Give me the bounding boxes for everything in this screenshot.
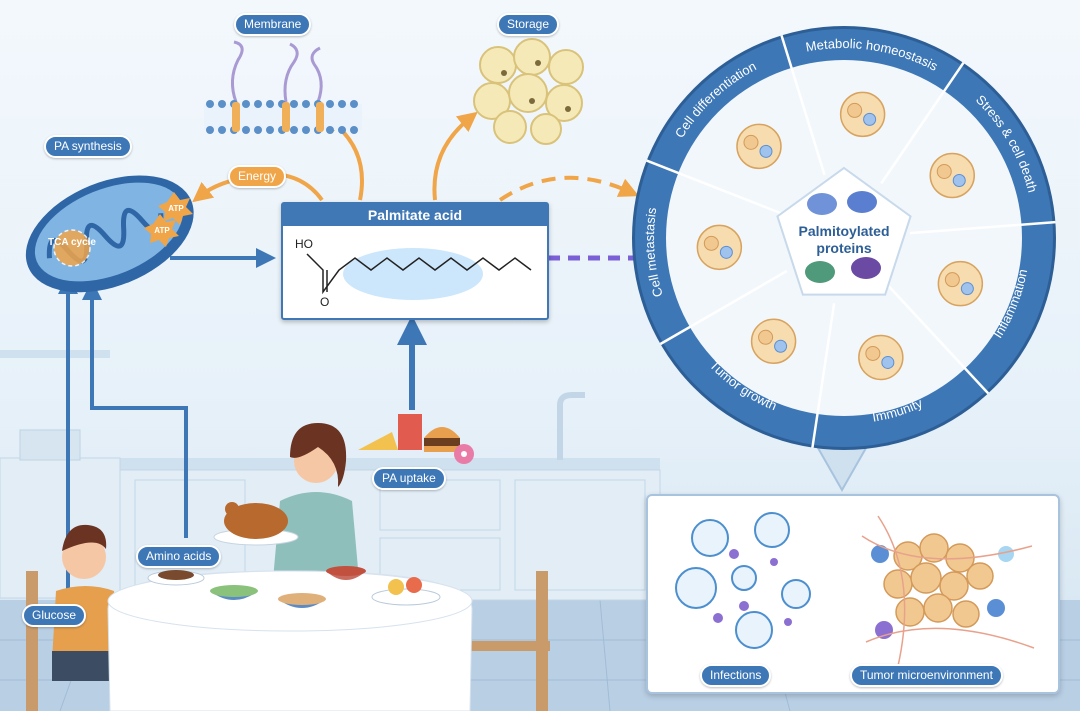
arrow-pa-to-storage bbox=[432, 111, 478, 201]
atp-badge-2: ATP bbox=[144, 214, 179, 247]
infections-label: Infections bbox=[700, 664, 772, 687]
tca-cycle-circle bbox=[53, 229, 91, 267]
protein-blob bbox=[851, 257, 881, 279]
carbonyl-o-label: O bbox=[320, 295, 329, 309]
wheel-divider bbox=[887, 285, 990, 395]
wheel-segment-illustration bbox=[736, 123, 782, 170]
wheel-divider bbox=[909, 220, 1056, 235]
atp-badge-1: ATP bbox=[158, 192, 193, 225]
membrane-label: Membrane bbox=[234, 13, 312, 36]
child-figure bbox=[52, 524, 122, 681]
mitochondrion-illustration: TCA cycle ATP ATP bbox=[25, 175, 194, 293]
lipid-bilayer bbox=[204, 100, 362, 134]
wheel-segment-illustration bbox=[858, 334, 904, 381]
tumor-cell-cluster bbox=[883, 533, 994, 628]
protein-blob bbox=[805, 261, 835, 283]
palmitate-acid-title: Palmitate acid bbox=[283, 204, 547, 226]
wheel-segment-illustration bbox=[839, 91, 886, 138]
turkey-platter bbox=[213, 502, 299, 546]
fibroblast-strands bbox=[861, 515, 1035, 667]
arrow-pa-to-wheel-dashed bbox=[498, 175, 640, 202]
left-counter bbox=[0, 457, 121, 599]
wheel-divider bbox=[811, 303, 836, 448]
palmitoylated-proteins-label-line1: Palmitoylated bbox=[798, 223, 889, 239]
palmitate-acid-box: Palmitate acid HO O bbox=[281, 202, 549, 320]
pa-synthesis-label: PA synthesis bbox=[44, 135, 132, 158]
outcomes-illustrations bbox=[675, 512, 1035, 667]
outcomes-panel bbox=[646, 494, 1060, 694]
palmitate-structure: HO O bbox=[295, 237, 532, 309]
amino-acids-label: Amino acids bbox=[136, 545, 222, 568]
infections-purple-particles bbox=[713, 549, 792, 626]
dining-scene bbox=[26, 423, 550, 711]
wheel-segment-illustration bbox=[929, 152, 976, 199]
protein-blob bbox=[807, 193, 837, 215]
membrane-illustration bbox=[204, 40, 362, 134]
kitchen-shelf bbox=[0, 350, 110, 358]
glycan-chains bbox=[231, 40, 323, 103]
faucet bbox=[557, 392, 585, 460]
table-dishes bbox=[147, 566, 441, 608]
storage-fat-cells-illustration bbox=[473, 38, 584, 145]
infections-virus-cluster bbox=[675, 512, 811, 649]
wheel-divider bbox=[780, 35, 826, 176]
svg-text:ATP: ATP bbox=[154, 226, 170, 235]
wheel-divider bbox=[659, 269, 788, 346]
protein-blob bbox=[847, 191, 877, 213]
palmitoylated-proteins-label-line2: proteins bbox=[816, 240, 871, 256]
wheel-segment-illustration bbox=[750, 318, 797, 365]
junk-food-illustration bbox=[358, 414, 474, 464]
tca-cycle-label: TCA cycle bbox=[48, 237, 96, 248]
svg-text:ATP: ATP bbox=[168, 204, 184, 213]
pa-uptake-label: PA uptake bbox=[372, 467, 446, 490]
wheel-segment-illustration bbox=[696, 224, 743, 271]
ho-label: HO bbox=[295, 237, 313, 251]
storage-label: Storage bbox=[497, 13, 560, 36]
wheel-divider bbox=[646, 159, 784, 216]
glucose-label: Glucose bbox=[22, 604, 87, 627]
tumor-microenvironment-label: Tumor microenvironment bbox=[850, 664, 1003, 687]
wheel-segment-illustration bbox=[937, 260, 984, 307]
cooking-pot bbox=[19, 429, 81, 461]
arrow-amino-acids-to-mito bbox=[82, 280, 188, 538]
wheel-divider bbox=[880, 62, 965, 185]
carbon-chain bbox=[306, 253, 532, 295]
energy-label: Energy bbox=[228, 165, 287, 188]
